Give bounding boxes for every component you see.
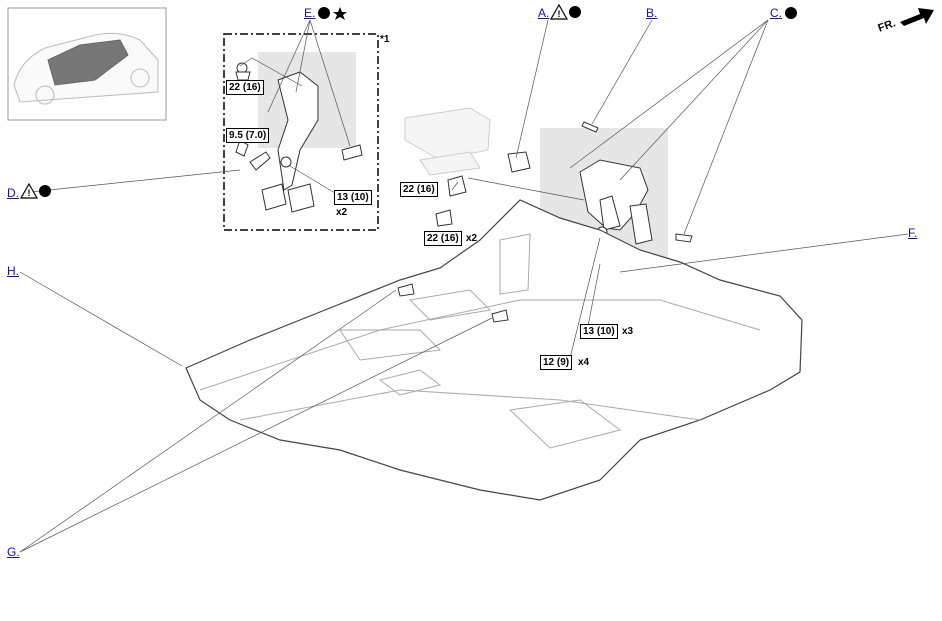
callout-d[interactable]: D.	[7, 186, 19, 200]
callout-c[interactable]: C.	[770, 6, 782, 20]
d-symbols: !	[20, 183, 51, 199]
caution-triangle-icon	[550, 4, 569, 20]
main-leaders	[19, 19, 909, 553]
svg-text:!: !	[558, 9, 561, 19]
qty-pedal-nut: x3	[622, 326, 634, 337]
inset-pedal-assembly	[235, 62, 363, 213]
black-circle-icon	[785, 7, 797, 19]
qty-e-nut: x2	[336, 207, 348, 218]
black-circle-icon	[318, 7, 330, 19]
torque-bracket-nut: 22 (16)	[400, 182, 438, 197]
callout-a[interactable]: A.	[538, 6, 550, 20]
e-symbols	[318, 7, 347, 20]
inset-frame	[223, 33, 379, 231]
torque-e-bolt: 22 (16)	[226, 80, 264, 95]
inset-note: *1	[380, 34, 390, 45]
torque-pedal-nut: 13 (10)	[580, 324, 618, 339]
floor-carpet	[185, 199, 803, 501]
callout-f[interactable]: F.	[908, 226, 918, 240]
black-circle-icon	[39, 185, 51, 197]
torque-e-nut: 13 (10)	[334, 190, 372, 205]
black-circle-icon	[569, 6, 581, 18]
front-arrow-icon	[900, 8, 934, 26]
torque-pedal-bolt: 12 (9)	[540, 355, 573, 370]
callout-g[interactable]: G.	[7, 545, 20, 559]
callout-b[interactable]: B.	[646, 6, 658, 20]
qty-bracket-bolt: x2	[466, 233, 478, 244]
steering-bracket	[404, 107, 491, 176]
caution-triangle-icon	[20, 183, 39, 199]
qty-pedal-bolt: x4	[578, 357, 590, 368]
inset-leaders	[29, 19, 351, 197]
c-symbols	[785, 7, 797, 19]
torque-e-switch: 9.5 (7.0)	[226, 128, 270, 143]
a-symbols: !	[550, 4, 581, 20]
torque-bracket-bolt: 22 (16)	[424, 231, 462, 246]
star-icon	[333, 7, 347, 20]
vehicle-thumbnail	[7, 7, 167, 121]
floor-carpet-detail	[199, 233, 761, 449]
callout-h[interactable]: H.	[7, 264, 19, 278]
svg-text:!: !	[28, 188, 31, 198]
callout-e[interactable]: E.	[304, 6, 316, 20]
carpet-clips	[397, 283, 509, 323]
